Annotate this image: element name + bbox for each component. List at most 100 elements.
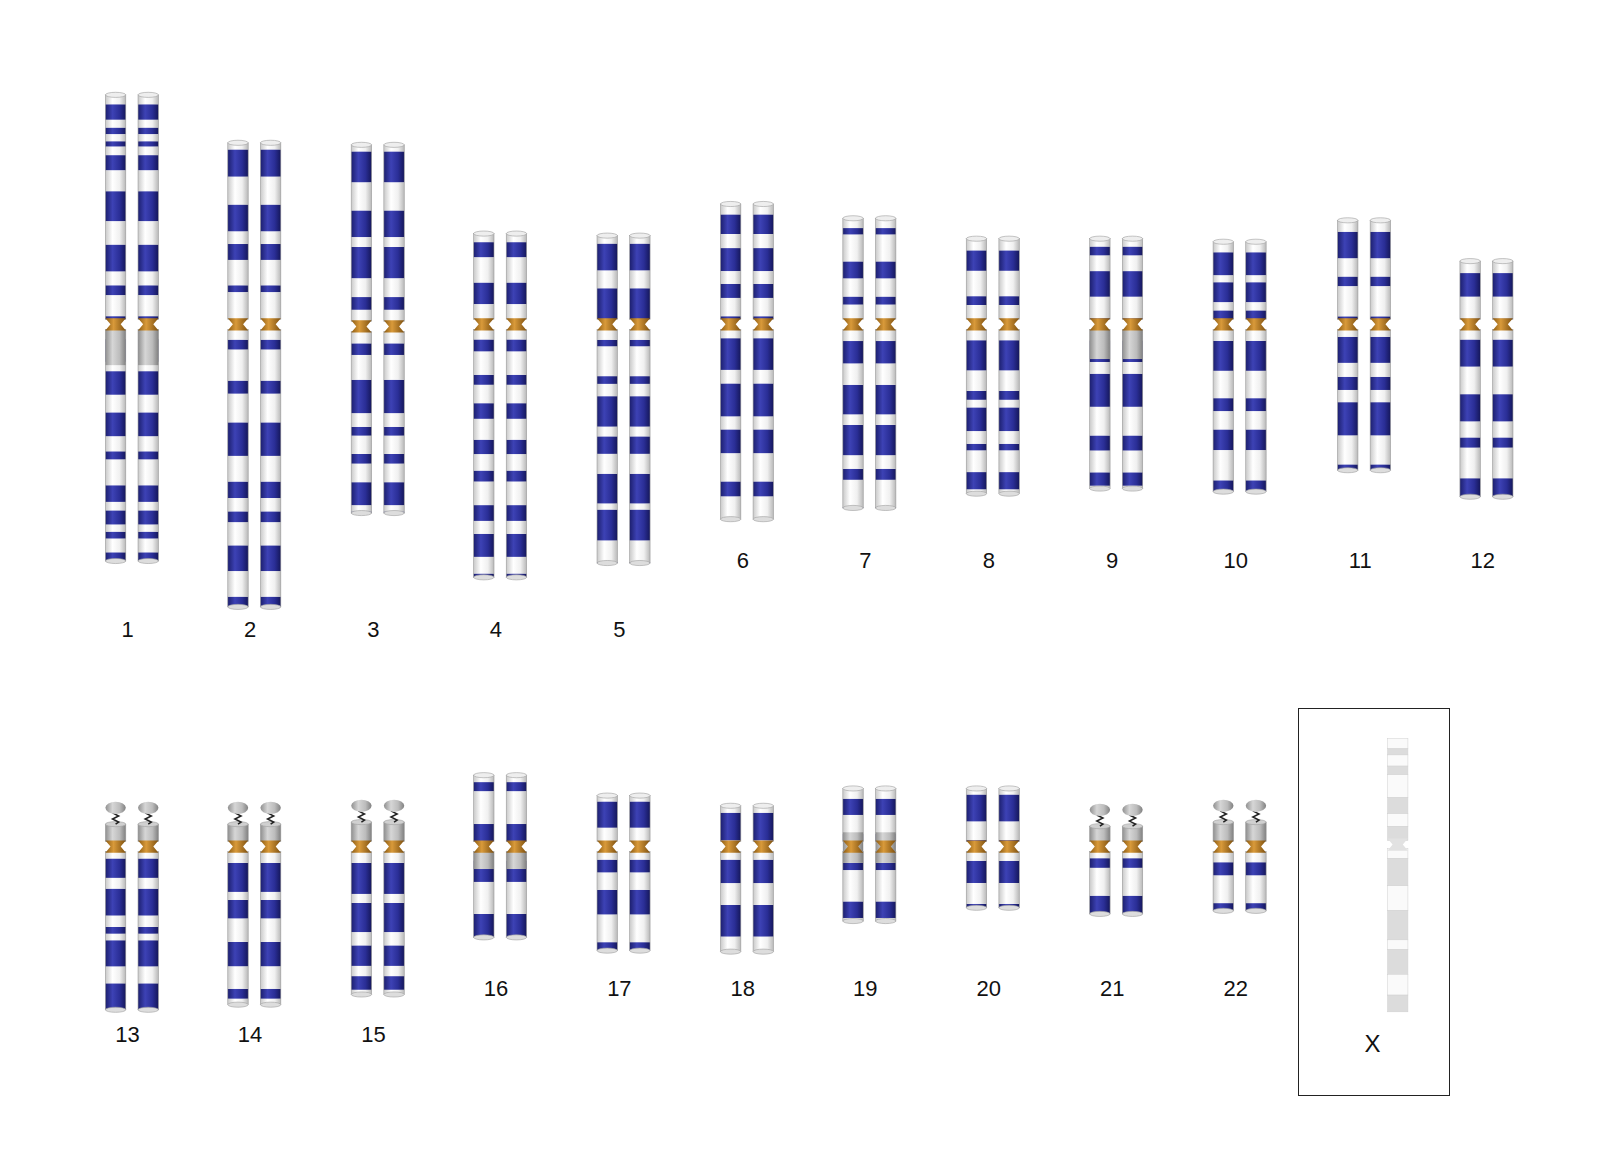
chromosome-band [384,413,404,427]
chromosome-band [1388,995,1408,1012]
chromosome-band [260,498,280,511]
chromosome-band [105,852,125,859]
end-cap [720,201,740,206]
chromosome-band [260,571,280,597]
end-cap [228,140,248,145]
chromosome-band [228,942,248,966]
chromosome-band [105,539,125,553]
end-cap [105,92,125,97]
arm-outline [1246,329,1266,491]
chromosome [1338,218,1358,473]
chromosome-band [351,355,371,380]
chromosome-band [105,245,125,272]
chromosome-band [753,481,773,496]
chromosome-band [1090,329,1110,359]
chromosome-band [260,852,280,863]
inset-box: X [1298,708,1450,1096]
end-cap [875,505,895,510]
arm-outline [260,329,280,606]
chromosome-band [966,340,986,370]
satellite [228,802,248,814]
centromere [384,320,404,332]
chromosome-band [138,852,158,859]
chromosome-band [384,464,404,483]
chromosome-band [999,296,1019,305]
chromosome-band [875,832,895,863]
chromosome-band [260,150,280,177]
chromosome-band [720,905,740,937]
chromosome-band [351,427,371,436]
satellite [1090,804,1110,816]
chromosome-band [260,394,280,423]
chromosome-band [1460,273,1480,297]
chromosome [966,786,986,910]
chromosome-band [753,215,773,234]
chromosome [228,802,248,1008]
chromosome-band [105,927,125,934]
chromosome-band [1122,256,1142,272]
end-cap [260,822,280,827]
chromosome-band [630,540,650,562]
chromosome-band [105,128,125,134]
chromosome-band [138,539,158,553]
centromere [1338,318,1358,330]
chromosome-band [506,385,526,403]
chromosome-band [1370,402,1390,435]
chromosome-band [753,416,773,429]
end-cap [1493,259,1513,264]
chromosome-band [506,482,526,506]
chromosome [875,786,895,924]
chromosome-band [138,141,158,146]
end-cap [720,803,740,808]
chromosome-band [1246,302,1266,310]
end-cap [1122,236,1142,241]
chromosome-band [1493,273,1513,297]
centromere [875,840,895,852]
chromosome-band [351,852,371,863]
chromosome-band [720,370,740,384]
arm-outline [843,788,863,841]
chromosome-band [506,329,526,339]
chromosome-band [1338,277,1358,287]
chromosome-band [1090,271,1110,297]
chromosome-band [260,456,280,482]
chromosome-band [138,524,158,531]
chromosome-band [228,498,248,511]
chromosome-number: 12 [1470,550,1494,572]
satellite [351,800,371,812]
arm-outline [597,236,617,320]
chromosome-number: 14 [238,1024,262,1046]
chromosome [597,233,617,566]
chromosome-band [384,331,404,343]
chromosome-band [875,228,895,235]
chromosome-band [1213,875,1233,903]
arm-outline [384,145,404,321]
chromosome-band [843,815,863,834]
chromosome-band [630,860,650,873]
chromosome-band [1388,886,1408,911]
chromosome-number: 8 [983,550,995,572]
chromosome-band [228,292,248,319]
chromosome-band [597,244,617,271]
chromosome-band [597,454,617,474]
satellite [384,800,404,812]
centromere [999,318,1019,330]
end-cap [351,511,371,516]
arm-outline [966,852,986,908]
satellite [105,802,125,814]
chromosome-band [999,450,1019,472]
end-cap [260,604,280,609]
chromosome-band [384,247,404,278]
chromosome-band [474,283,494,304]
end-cap [260,1002,280,1007]
chromosome-band [506,403,526,419]
chromosome-band [506,534,526,557]
centromere [1388,838,1408,850]
chromosome-band [506,521,526,534]
chromosome-band [384,932,404,945]
satellite-stalk [1253,811,1259,822]
end-cap [1213,908,1233,913]
chromosome-band [1338,363,1358,377]
arm-outline [1338,329,1358,470]
chromosome-band [105,485,125,502]
